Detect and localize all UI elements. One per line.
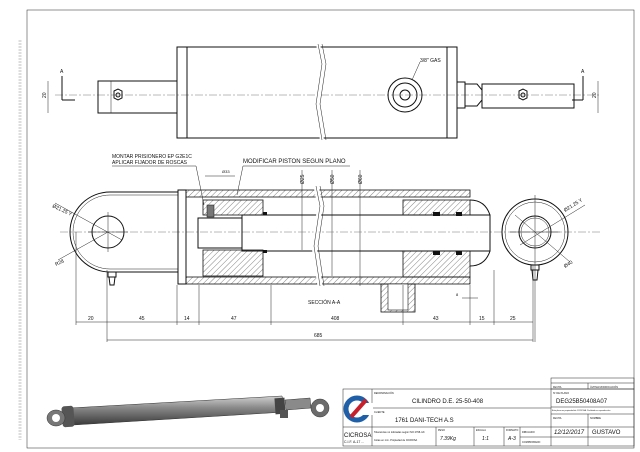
dim-4: 408 (331, 316, 340, 322)
dim-6: 15 (479, 316, 485, 322)
left-pin-label: Ø21.25 Y (51, 203, 73, 218)
dim-7: 25 (510, 316, 516, 322)
plano-number: DEG25B50408A07 (556, 399, 608, 405)
escala-label: ESCALA (476, 429, 486, 432)
rod-thread (197, 217, 243, 249)
break-line (315, 43, 327, 141)
escala: 1:1 (482, 436, 489, 442)
set-screw (206, 204, 215, 218)
grease-nipple-icon (107, 271, 117, 278)
grease-nipple-icon (518, 88, 528, 101)
note-prisionero: MONTAR PRISIONERO EP G2E1C (112, 154, 192, 160)
top-view: 3/8" GAS A A 20 20 (42, 43, 600, 141)
piston-bottom (202, 249, 264, 277)
gland-bottom (402, 250, 471, 278)
dim-3: 47 (231, 316, 237, 322)
right-pin-label: Ø21.25 Y (563, 197, 585, 214)
note-fijador: APLICAR FIJADOR DE ROSCAS (112, 160, 188, 166)
right-dia-label: Ø40 (563, 259, 574, 269)
left-rod-end (97, 80, 178, 114)
section-label: SECCIÓN A-A (308, 299, 341, 306)
rev-mod-label: ÚLTIMA MODIFICACIÓN (590, 386, 618, 389)
denominacion: CILINDRO D.E. 25-50-408 (412, 399, 484, 405)
end-cap (177, 189, 187, 285)
barrel-wall-bottom (185, 276, 471, 285)
isometric-render (46, 395, 330, 428)
dia-bore: Ø50 (330, 174, 336, 184)
dia-rod: Ø25 (300, 174, 306, 184)
dim-right: 20 (592, 92, 598, 98)
section-mark-right: A (581, 69, 585, 75)
dia-33: Ø33 (222, 169, 230, 174)
piston-top (202, 199, 264, 216)
legal-note: Este plano es propiedad de CICROSA. Proh… (552, 409, 610, 412)
drawing-frame (26, 9, 635, 449)
note-modificar-piston: MODIFICAR PISTON SEGUN PLANO (243, 159, 346, 165)
title-block: FECHA ÚLTIMA MODIFICACIÓN CICROSA C.I.F.… (342, 377, 635, 447)
nombre: GUSTAVO (592, 430, 621, 436)
formato: A-3 (507, 436, 516, 442)
break-line (313, 185, 325, 287)
cliente: 1761 DANI-TECH A.S (395, 418, 454, 424)
formato-label: FORMATO (506, 429, 518, 432)
tolerance-note: Tolerancias no indicadas según ISO 2768-… (374, 431, 425, 434)
fecha-label: FECHA (553, 417, 562, 420)
piston-rod (241, 214, 491, 252)
denominacion-label: DENOMINACIÓN (374, 392, 394, 395)
cliente-label: CLIENTE (374, 411, 385, 414)
dim-left: 20 (42, 92, 48, 98)
port-fitting (387, 77, 423, 113)
grease-nipple-icon (113, 88, 123, 101)
right-rod-end (481, 83, 575, 109)
nombre-label: NOMBRE (590, 417, 601, 420)
section-mark-left: A (60, 69, 64, 75)
left-clevis-eye (69, 191, 178, 273)
dim-1: 45 (139, 316, 145, 322)
plano-label: Nº DE PLANO (553, 391, 569, 395)
cicrosa-logo (343, 395, 373, 423)
dim-5: 43 (433, 316, 439, 322)
dibujado-label: DIBUJADO (522, 431, 535, 434)
rev-fecha-label: FECHA (553, 386, 562, 389)
left-radius-label: R28 (54, 258, 65, 267)
comprobado-label: COMPROBADO (522, 441, 540, 444)
peso: 7.39Kg (440, 436, 456, 442)
port-label: 3/8" GAS (420, 58, 441, 64)
small-dim: 8 (456, 292, 459, 297)
dimension-chain: 20 45 14 47 408 43 15 25 685 (75, 232, 534, 342)
units-note: Cotas en mm. Propiedad de CICROSA (374, 439, 418, 442)
fecha: 12/12/2017 (554, 430, 585, 436)
dia-outer: Ø60 (358, 174, 364, 184)
peso-label: PESO (438, 429, 445, 432)
dim-2: 14 (184, 316, 190, 322)
section-view: MONTAR PRISIONERO EP G2E1C APLICAR FIJAD… (51, 154, 600, 342)
dim-overall: 685 (314, 333, 323, 339)
company-sub: C.I.F. A-17 ... (344, 440, 364, 444)
dim-0: 20 (88, 316, 94, 322)
company-name: CICROSA (344, 433, 371, 439)
barrel-wall-top (185, 189, 471, 198)
